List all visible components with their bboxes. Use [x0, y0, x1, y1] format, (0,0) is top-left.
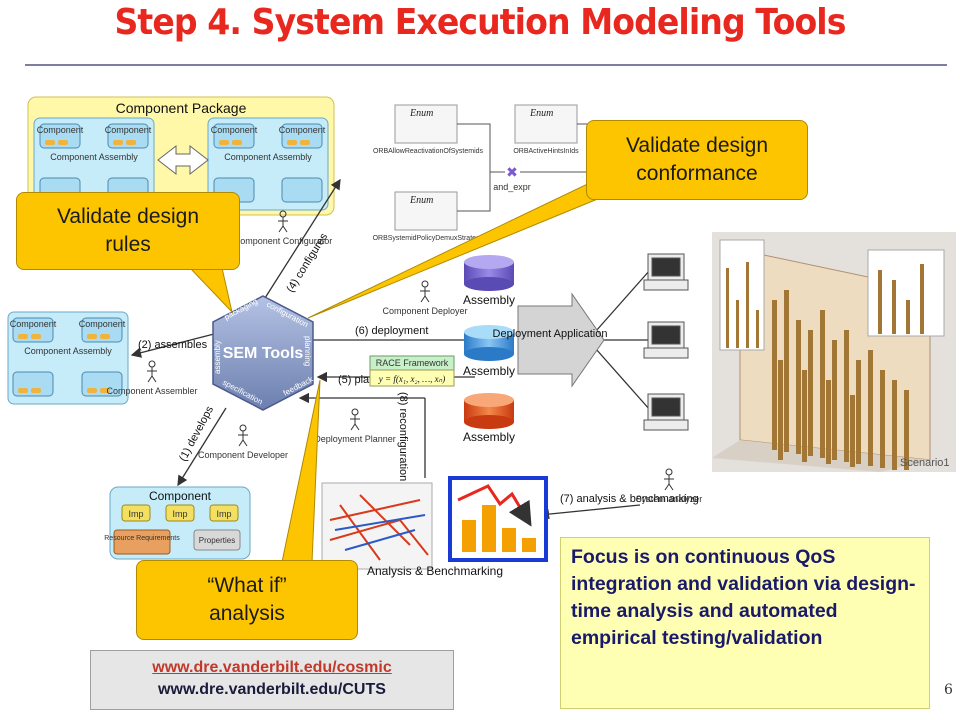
svg-text:and_expr: and_expr	[493, 182, 531, 192]
svg-text:Enum: Enum	[409, 108, 433, 119]
svg-text:Component Assembler: Component Assembler	[106, 386, 197, 396]
svg-text:ORBSystemidPolicyDemuxStrategy: ORBSystemidPolicyDemuxStrategy	[373, 235, 484, 242]
component-package: Component Package Component Component Co…	[27, 96, 335, 216]
svg-text:planning: planning	[303, 336, 312, 366]
svg-text:Component Configurator: Component Configurator	[234, 236, 333, 246]
svg-text:Component: Component	[37, 125, 84, 135]
svg-text:Imp: Imp	[216, 509, 231, 519]
page-number: 6	[944, 682, 953, 698]
svg-text:Deployment Planner: Deployment Planner	[314, 434, 396, 444]
assembly-cylinders: Assembly Assembly Assembly	[463, 255, 515, 444]
svg-text:RACE Framework: RACE Framework	[376, 358, 449, 368]
analysis-benchmarking: Analysis & Benchmarking	[321, 476, 548, 578]
svg-text:Component: Component	[149, 489, 212, 503]
sem-tools-hexagon: SEM Tools packaging configuration planni…	[212, 295, 315, 411]
svg-text:Enum: Enum	[409, 195, 433, 206]
component-assembly-left: Component Component Component Assembly	[7, 311, 129, 405]
svg-text:Imp: Imp	[128, 509, 143, 519]
svg-text:SEM Tools: SEM Tools	[223, 345, 304, 362]
svg-text:ORBActiveHintsInIds: ORBActiveHintsInIds	[513, 148, 579, 155]
svg-text:Component Assembly: Component Assembly	[50, 152, 138, 162]
svg-text:Enum: Enum	[529, 108, 553, 119]
svg-text:Deployment Application: Deployment Application	[493, 328, 608, 340]
svg-text:(7) analysis & benchmarking: (7) analysis & benchmarking	[560, 493, 699, 505]
svg-text:Component: Component	[211, 125, 258, 135]
svg-text:Component: Component	[279, 125, 326, 135]
enum-models: Enum Enum Enum ORBAllowReactivationOfSys…	[373, 104, 591, 242]
package-title: Component Package	[116, 100, 247, 116]
callout-pointer-rules	[188, 267, 233, 314]
callout-validate-design-rules: Validate design rules	[16, 192, 240, 270]
svg-text:(6) deployment: (6) deployment	[355, 325, 428, 337]
benchmark-3d-chart: Scenario1	[712, 232, 956, 472]
component-bottom: Component Imp Imp Imp Resource Requireme…	[104, 486, 251, 560]
svg-text:Component: Component	[79, 319, 126, 329]
focus-statement: Focus is on continuous QoS integration a…	[560, 537, 930, 709]
svg-text:Assembly: Assembly	[463, 364, 515, 378]
svg-text:Component: Component	[105, 125, 152, 135]
deployment-application: Deployment Application	[493, 292, 608, 388]
cosmic-link[interactable]: www.dre.vanderbilt.edu/cosmic	[152, 659, 392, 676]
svg-text:Assembly: Assembly	[463, 293, 515, 307]
svg-text:System analyzer: System analyzer	[636, 494, 703, 504]
svg-text:assembly: assembly	[213, 340, 222, 374]
svg-text:ORBAllowReactivationOfSystemid: ORBAllowReactivationOfSystemids	[373, 148, 484, 155]
svg-text:Component Deployer: Component Deployer	[382, 306, 467, 316]
callout-pointer-whatif	[281, 379, 321, 563]
title-divider	[25, 64, 947, 66]
cuts-url: www.dre.vanderbilt.edu/CUTS	[158, 681, 386, 698]
svg-text:Component: Component	[10, 319, 57, 329]
svg-text:Resource Requirements: Resource Requirements	[104, 535, 180, 542]
svg-text:Assembly: Assembly	[463, 430, 515, 444]
slide-title: Step 4. System Execution Modeling Tools	[114, 2, 846, 43]
callout-what-if-analysis: “What if” analysis	[136, 560, 358, 640]
svg-text:Component Assembly: Component Assembly	[224, 152, 312, 162]
svg-text:Component Assembly: Component Assembly	[24, 346, 112, 356]
svg-text:y = f(x₁, x₂, …, xₙ): y = f(x₁, x₂, …, xₙ)	[378, 374, 445, 384]
svg-text:(2) assembles: (2) assembles	[138, 339, 208, 351]
race-framework: RACE Framework y = f(x₁, x₂, …, xₙ)	[369, 355, 455, 387]
svg-text:Component Developer: Component Developer	[198, 450, 288, 460]
callout-validate-design-conformance: Validate design conformance	[586, 120, 808, 200]
svg-text:Analysis & Benchmarking: Analysis & Benchmarking	[367, 564, 503, 578]
svg-text:Properties: Properties	[199, 536, 235, 545]
svg-text:Scenario1: Scenario1	[900, 457, 950, 469]
reference-links: www.dre.vanderbilt.edu/cosmic www.dre.va…	[90, 650, 454, 710]
svg-text:✖: ✖	[506, 165, 518, 181]
sem-tools-diagram: Component Package Component Component Co…	[7, 96, 956, 578]
svg-text:Imp: Imp	[172, 509, 187, 519]
target-computers	[643, 253, 689, 431]
actor-figures	[147, 210, 674, 491]
